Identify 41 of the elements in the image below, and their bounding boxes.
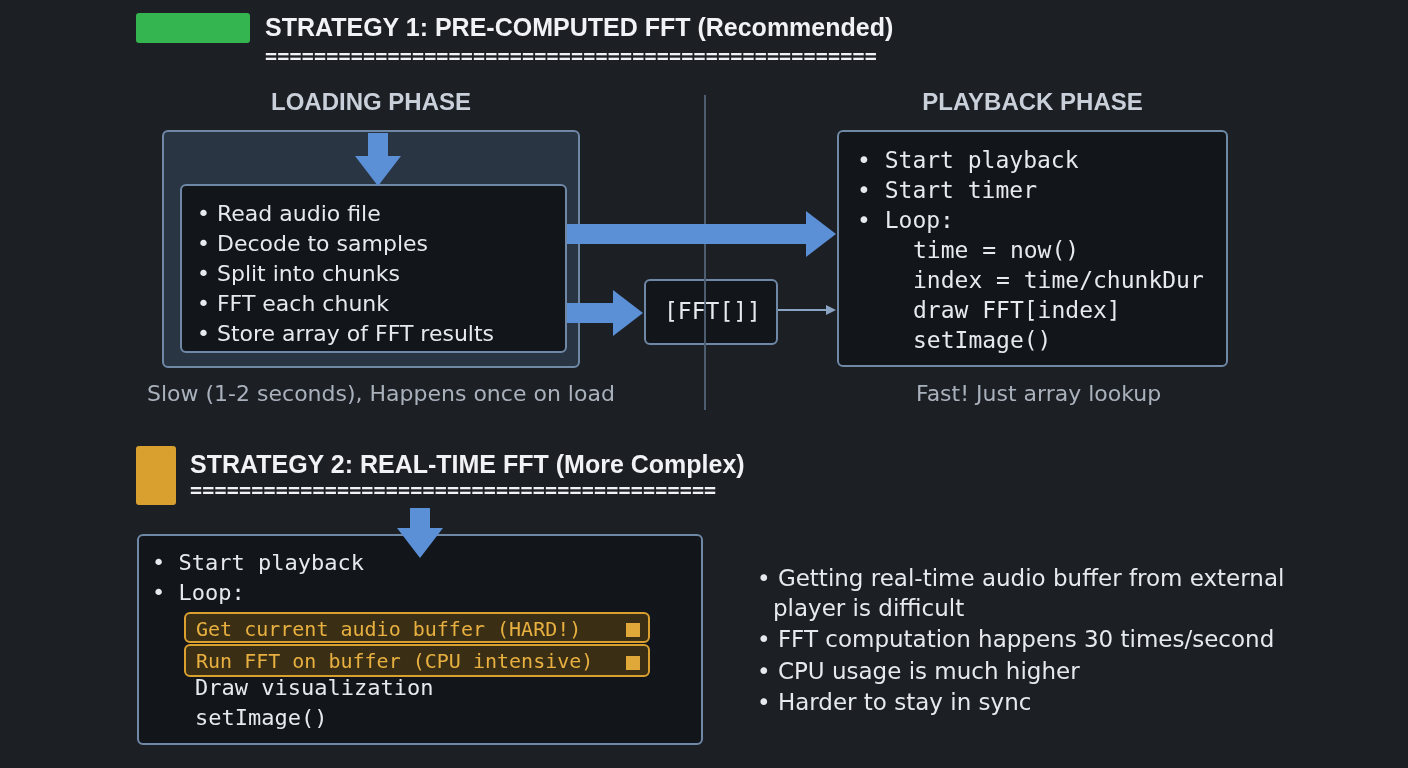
arrow bbox=[567, 290, 643, 336]
arrow bbox=[397, 508, 443, 558]
separator-text: ================================================== bbox=[265, 44, 878, 68]
code-line: • Loop: bbox=[857, 207, 954, 233]
code-line: • Start timer bbox=[857, 177, 1037, 203]
section-heading: PLAYBACK PHASE bbox=[921, 88, 1144, 116]
code-line: index = time/chunkDur bbox=[913, 267, 1204, 293]
code-line: setImage() bbox=[195, 705, 328, 730]
list-item: • Decode to samples bbox=[197, 231, 429, 256]
box-text: [FFT[]] bbox=[664, 298, 761, 324]
code-box bbox=[137, 534, 703, 745]
arrow bbox=[567, 211, 836, 257]
note-text: • Getting real-time audio buffer from external player is difficult bbox=[757, 564, 1286, 623]
process-box bbox=[180, 184, 567, 353]
note-text: • FFT computation happens 30 times/second bbox=[757, 625, 1276, 654]
separator-text: =========================================== bbox=[190, 478, 717, 502]
code-line: • Start playback bbox=[152, 550, 364, 575]
caption-text: Fast! Just array lookup bbox=[916, 381, 1162, 406]
arrow bbox=[777, 305, 836, 315]
code-line: Draw visualization bbox=[195, 675, 434, 700]
list-item: • FFT each chunk bbox=[197, 291, 390, 316]
note-text: • CPU usage is much higher bbox=[757, 657, 1081, 686]
section-heading: STRATEGY 1: PRE-COMPUTED FFT (Recommended) bbox=[265, 13, 894, 42]
arrow bbox=[355, 133, 401, 186]
code-line: setImage() bbox=[913, 327, 1052, 353]
section-heading: STRATEGY 2: REAL-TIME FFT (More Complex) bbox=[190, 450, 745, 479]
highlight-box bbox=[184, 644, 650, 677]
data-box bbox=[644, 279, 778, 345]
code-line: time = now() bbox=[913, 237, 1080, 263]
code-line: • Start playback bbox=[857, 147, 1079, 173]
section-heading: LOADING PHASE bbox=[270, 88, 472, 116]
note-text: • Harder to stay in sync bbox=[757, 688, 1033, 717]
caption-text: Slow (1-2 seconds), Happens once on load bbox=[147, 381, 615, 406]
code-line: draw FFT[index] bbox=[913, 297, 1121, 323]
list-item: • Store array of FFT results bbox=[197, 321, 495, 346]
list-item: • Read audio file bbox=[197, 201, 381, 226]
list-item: • Split into chunks bbox=[197, 261, 400, 286]
highlight-text: Run FFT on buffer (CPU intensive) bbox=[196, 649, 594, 673]
code-line: • Loop: bbox=[152, 580, 245, 605]
highlight-text: Get current audio buffer (HARD!) bbox=[196, 617, 582, 641]
highlight-box bbox=[184, 612, 650, 643]
